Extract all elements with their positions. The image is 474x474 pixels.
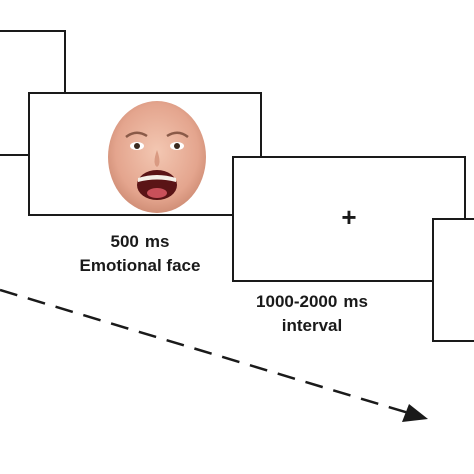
interval-duration: 1000-2000: [256, 292, 338, 311]
face-caption: Emotional face: [79, 256, 201, 275]
interval-label: 1000-2000 ms interval: [212, 290, 412, 338]
interval-caption: interval: [281, 316, 343, 335]
face-duration: 500: [110, 232, 139, 251]
interval-duration-unit: ms: [343, 292, 368, 311]
interval-duration-line: 1000-2000 ms: [212, 290, 412, 314]
fixation-screen: +: [232, 156, 466, 282]
face-duration-unit: ms: [144, 232, 170, 251]
emotional-face-screen: [28, 92, 262, 216]
face-duration-line: 500 ms: [40, 230, 240, 254]
face-label: 500 ms Emotional face: [40, 230, 240, 278]
emotional-face-photo: [108, 101, 206, 213]
time-arrow-head: [402, 404, 428, 422]
fixation-cross: +: [341, 202, 357, 232]
time-arrow-line: [0, 288, 413, 416]
next-screen-frame: [432, 218, 474, 342]
